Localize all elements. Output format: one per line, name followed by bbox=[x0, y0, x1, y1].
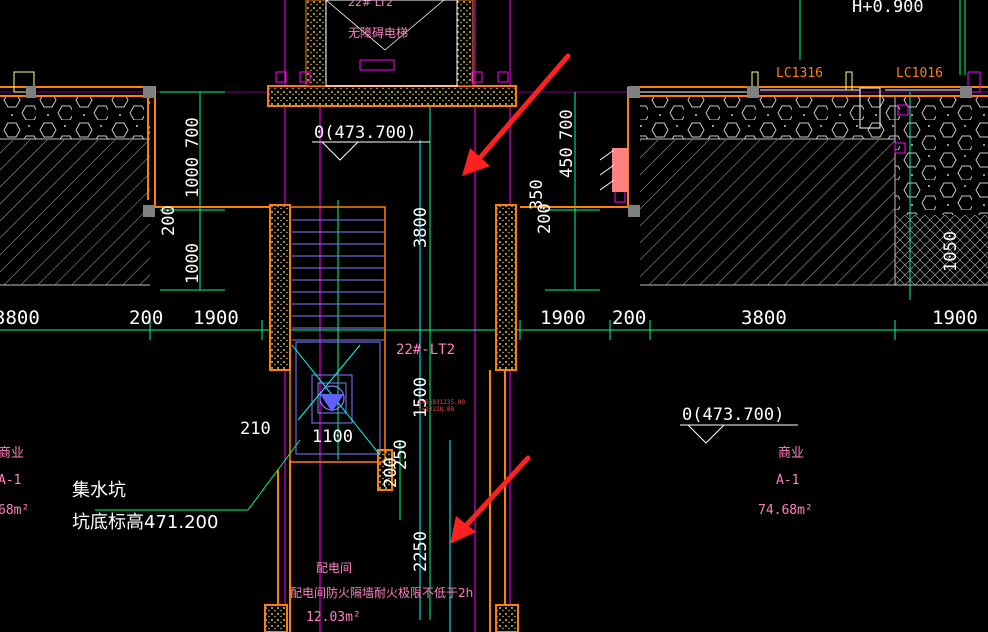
tiny-coord-y: Y=10228.00 bbox=[418, 406, 455, 413]
tiny-coord-x: X=56831235.00 bbox=[418, 399, 465, 406]
dim-1500: 1500 bbox=[411, 377, 431, 418]
dim-2250: 2250 bbox=[411, 531, 431, 572]
dim-210: 210 bbox=[240, 419, 271, 439]
elevator-code-top: 22# LT2 bbox=[348, 0, 393, 9]
dim-200-mid: 200 bbox=[535, 203, 555, 234]
walls bbox=[0, 86, 988, 632]
level-top-right: H+0.900 bbox=[852, 0, 924, 17]
dim-3800-vert: 3800 bbox=[411, 207, 431, 248]
elevator-name: 无障碍电梯 bbox=[348, 25, 408, 40]
dim-1900-right: 1900 bbox=[932, 307, 978, 329]
windows bbox=[13, 71, 981, 203]
text-layer: H+0.900 无障碍电梯 22# LT2 LC1316 LC1016 0(47… bbox=[0, 0, 978, 625]
dim-200-right: 200 bbox=[612, 307, 646, 329]
dim-450: 450 bbox=[557, 147, 577, 178]
left-room-type: 商业 bbox=[0, 446, 24, 461]
stair bbox=[289, 206, 386, 463]
sump-elevation: 坑底标高471.200 bbox=[72, 512, 218, 533]
left-room-area: 68m² bbox=[0, 503, 29, 518]
dim-1050: 1050 bbox=[941, 231, 961, 272]
level-corridor: 0(473.700) bbox=[314, 123, 416, 143]
dim-1900-left: 1900 bbox=[193, 307, 239, 329]
right-room-area: 74.68m² bbox=[758, 503, 813, 518]
columns bbox=[26, 86, 972, 217]
right-room-type: 商业 bbox=[778, 446, 804, 461]
sump-title: 集水坑 bbox=[72, 480, 126, 501]
dim-1000b: 1000 bbox=[183, 243, 203, 284]
dim-200-left: 200 bbox=[159, 205, 179, 236]
annotation-arrows bbox=[450, 53, 571, 544]
left-room-code: A-1 bbox=[0, 473, 21, 488]
left-room-block bbox=[0, 97, 150, 286]
elec-room-note: 配电间防火隔墙耐火极限不低于2h bbox=[290, 585, 473, 600]
level-right: 0(473.700) bbox=[682, 405, 784, 425]
dim-200-bottom-left: 200 bbox=[129, 307, 163, 329]
right-room-code: A-1 bbox=[776, 473, 799, 488]
elec-room-area: 12.03m² bbox=[306, 610, 361, 625]
dim-250: 250 bbox=[391, 439, 411, 470]
window-lc1316: LC1316 bbox=[776, 66, 823, 81]
dim-3800-left: 3800 bbox=[0, 307, 40, 329]
dim-1000a: 1000 bbox=[183, 157, 203, 198]
elec-room-name: 配电间 bbox=[316, 561, 352, 575]
pipe-symbol bbox=[599, 148, 628, 192]
right-room-block bbox=[640, 97, 988, 286]
dim-350: 350 bbox=[527, 179, 547, 210]
dim-700: 700 bbox=[183, 117, 203, 148]
dim-1900-mid: 1900 bbox=[540, 307, 586, 329]
drain-icon bbox=[319, 385, 345, 412]
level-markers bbox=[312, 141, 798, 444]
dim-3800-right: 3800 bbox=[741, 307, 787, 329]
elevator-code: 22#-LT2 bbox=[396, 342, 455, 358]
dim-700-right: 700 bbox=[557, 109, 577, 140]
window-lc1016: LC1016 bbox=[896, 66, 943, 81]
dim-1100: 1100 bbox=[312, 427, 353, 447]
elevator-shaft bbox=[267, 0, 517, 107]
dim-200-low: 200 bbox=[381, 457, 401, 488]
